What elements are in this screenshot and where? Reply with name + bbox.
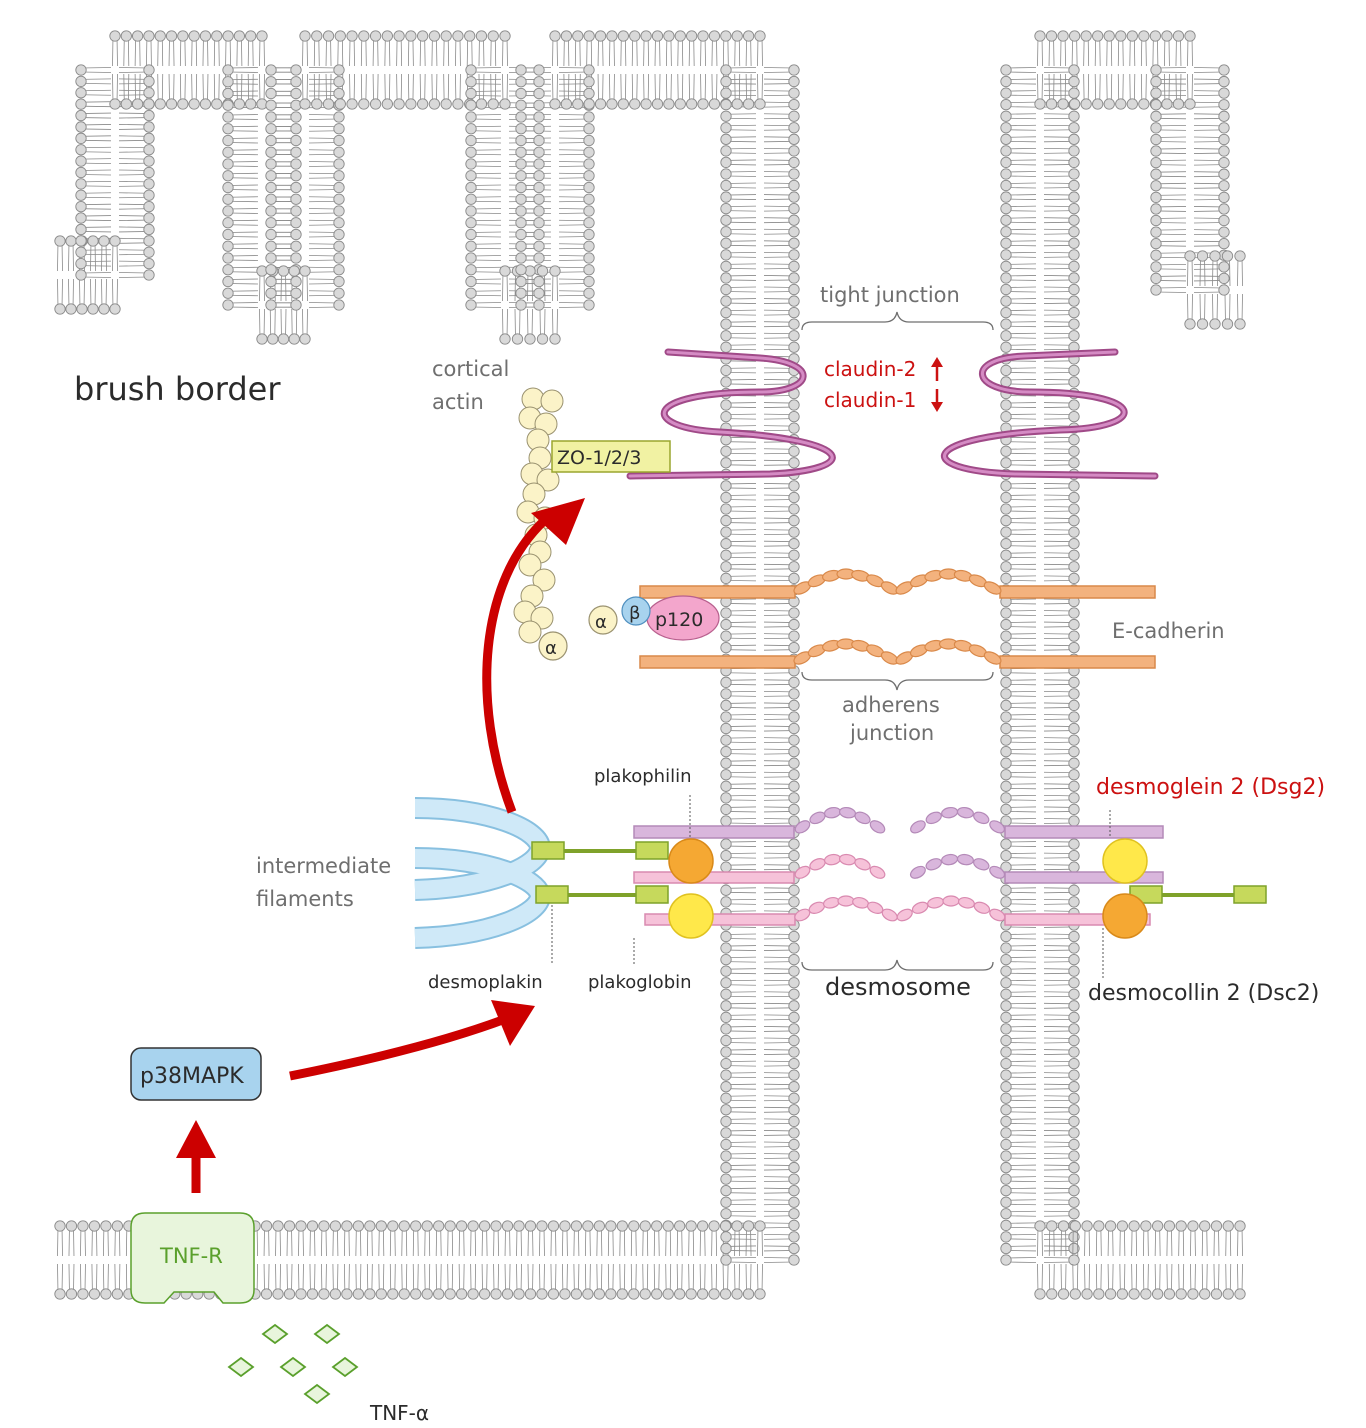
cortical-actin-filament (513, 387, 564, 644)
claudin-1-label: claudin-1 (824, 388, 916, 412)
tnf-alpha-ligands (227, 1323, 359, 1405)
beta-catenin-label: β (629, 603, 641, 624)
desmocollin-label: desmocollin 2 (Dsc2) (1088, 981, 1319, 1006)
p38mapk-box (130, 1047, 262, 1101)
p120-label: p120 (655, 609, 703, 631)
desmoplakin (531, 841, 1267, 904)
desmosome-label: desmosome (825, 973, 971, 1001)
e-cadherin-bars (639, 585, 1156, 669)
alpha-catenin-actin (538, 631, 568, 661)
tnfr-label: TNF-R (159, 1244, 223, 1268)
e-cadherin-bar-top-left (639, 585, 796, 599)
dsg2-bar-right (1004, 825, 1164, 839)
brackets (801, 311, 994, 971)
e-cadherin-label: E-cadherin (1112, 619, 1225, 643)
e-cadherin-bar-top-right (999, 585, 1156, 599)
zo-label: ZO-1/2/3 (557, 447, 641, 469)
plakophilin-right (1102, 893, 1148, 939)
arrow-heads (176, 498, 585, 1158)
cortical-actin-label-2: actin (432, 390, 484, 414)
plakoglobin-right (1102, 838, 1148, 884)
intermediate-filaments-label-1: intermediate (256, 854, 391, 878)
cortical-actin-label-1: cortical (432, 357, 509, 381)
arrow-p38-to-desmoplakin (289, 1013, 510, 1081)
claudin-2-up-arrow-icon (931, 357, 943, 381)
tnf-alpha-diamond (279, 1356, 307, 1378)
adherens-bracket (801, 671, 994, 691)
plakoglobin-label: plakoglobin (588, 972, 692, 993)
adherens-label-2: junction (849, 721, 934, 745)
dsc2-bar-left-2 (644, 913, 796, 926)
desmosomal-ectodomains (794, 806, 1006, 922)
tnf-alpha-diamond (227, 1356, 255, 1378)
tnf-alpha-diamond (331, 1356, 359, 1378)
desmosomal-cadherin-bars (633, 825, 1164, 926)
desmoglein-label: desmoglein 2 (Dsg2) (1096, 775, 1325, 800)
desmoplakin-head-1 (531, 841, 565, 860)
plakoglobin-left (668, 893, 714, 939)
leader-lines (551, 795, 1111, 978)
desmoplakin-tail-1 (635, 841, 669, 860)
dsg2-bar-right-2 (1004, 871, 1164, 884)
tnf-alpha-diamond (261, 1323, 289, 1345)
desmoplakin-label: desmoplakin (428, 972, 543, 993)
desmoplakin-tail-right (1233, 885, 1267, 904)
tight-junction-label: tight junction (820, 283, 960, 307)
e-cadherin-bar-bottom-left (639, 655, 796, 669)
tnf-receptor (130, 1212, 255, 1304)
alpha-catenin-label: α (595, 612, 607, 633)
tnf-alpha-diamond (313, 1323, 341, 1345)
tnf-alpha-diamond (303, 1383, 331, 1405)
intermediate-filaments-label-2: filaments (256, 887, 354, 911)
claudin-2-label: claudin-2 (824, 357, 916, 381)
e-cadherin-ectodomains (793, 568, 1002, 665)
zo-box (551, 440, 671, 473)
beta-catenin (621, 596, 651, 626)
plakophilin-left (668, 838, 714, 884)
brush-border-label: brush border (74, 370, 281, 408)
desmoplakin-head-2 (535, 885, 569, 904)
alpha-catenin (588, 605, 618, 635)
claudin-1-down-arrow-icon (931, 389, 943, 412)
plakophilin-label: plakophilin (594, 766, 692, 787)
alpha-label-actin: α (545, 638, 557, 659)
desmosome-bracket (801, 959, 994, 971)
tight-junction-bracket (801, 311, 994, 331)
catenin-complex: α p120 β (588, 595, 720, 641)
adherens-label-1: adherens (842, 693, 940, 717)
dsg2-bar-left (633, 825, 795, 839)
desmoplakin-tail-2 (635, 885, 669, 904)
dsc2-bar-left-1 (633, 871, 795, 884)
dsc2-bar-right-2 (1004, 913, 1151, 926)
arrow-desmosome-to-zo (482, 516, 549, 814)
e-cadherin-bar-bottom-right (999, 655, 1156, 669)
tnf-alpha-label: TNF-α (369, 1401, 429, 1425)
p38mapk-label: p38MAPK (140, 1064, 244, 1089)
